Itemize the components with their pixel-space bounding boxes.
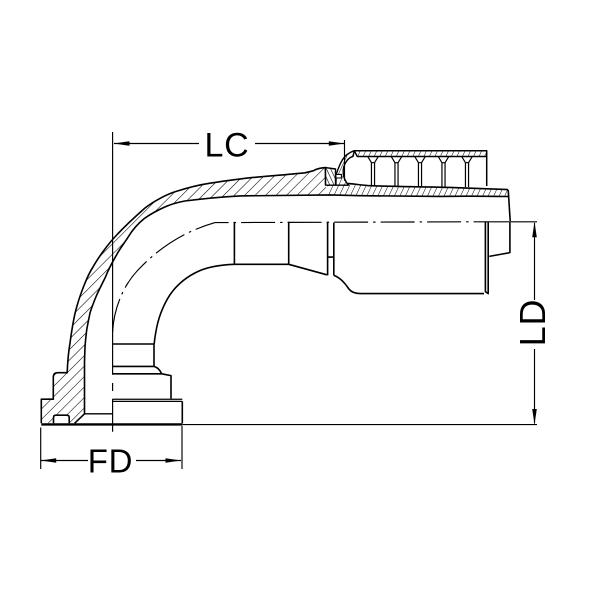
svg-text:FD: FD bbox=[88, 442, 134, 479]
svg-text:LD: LD bbox=[512, 299, 553, 347]
svg-text:LC: LC bbox=[204, 127, 249, 165]
